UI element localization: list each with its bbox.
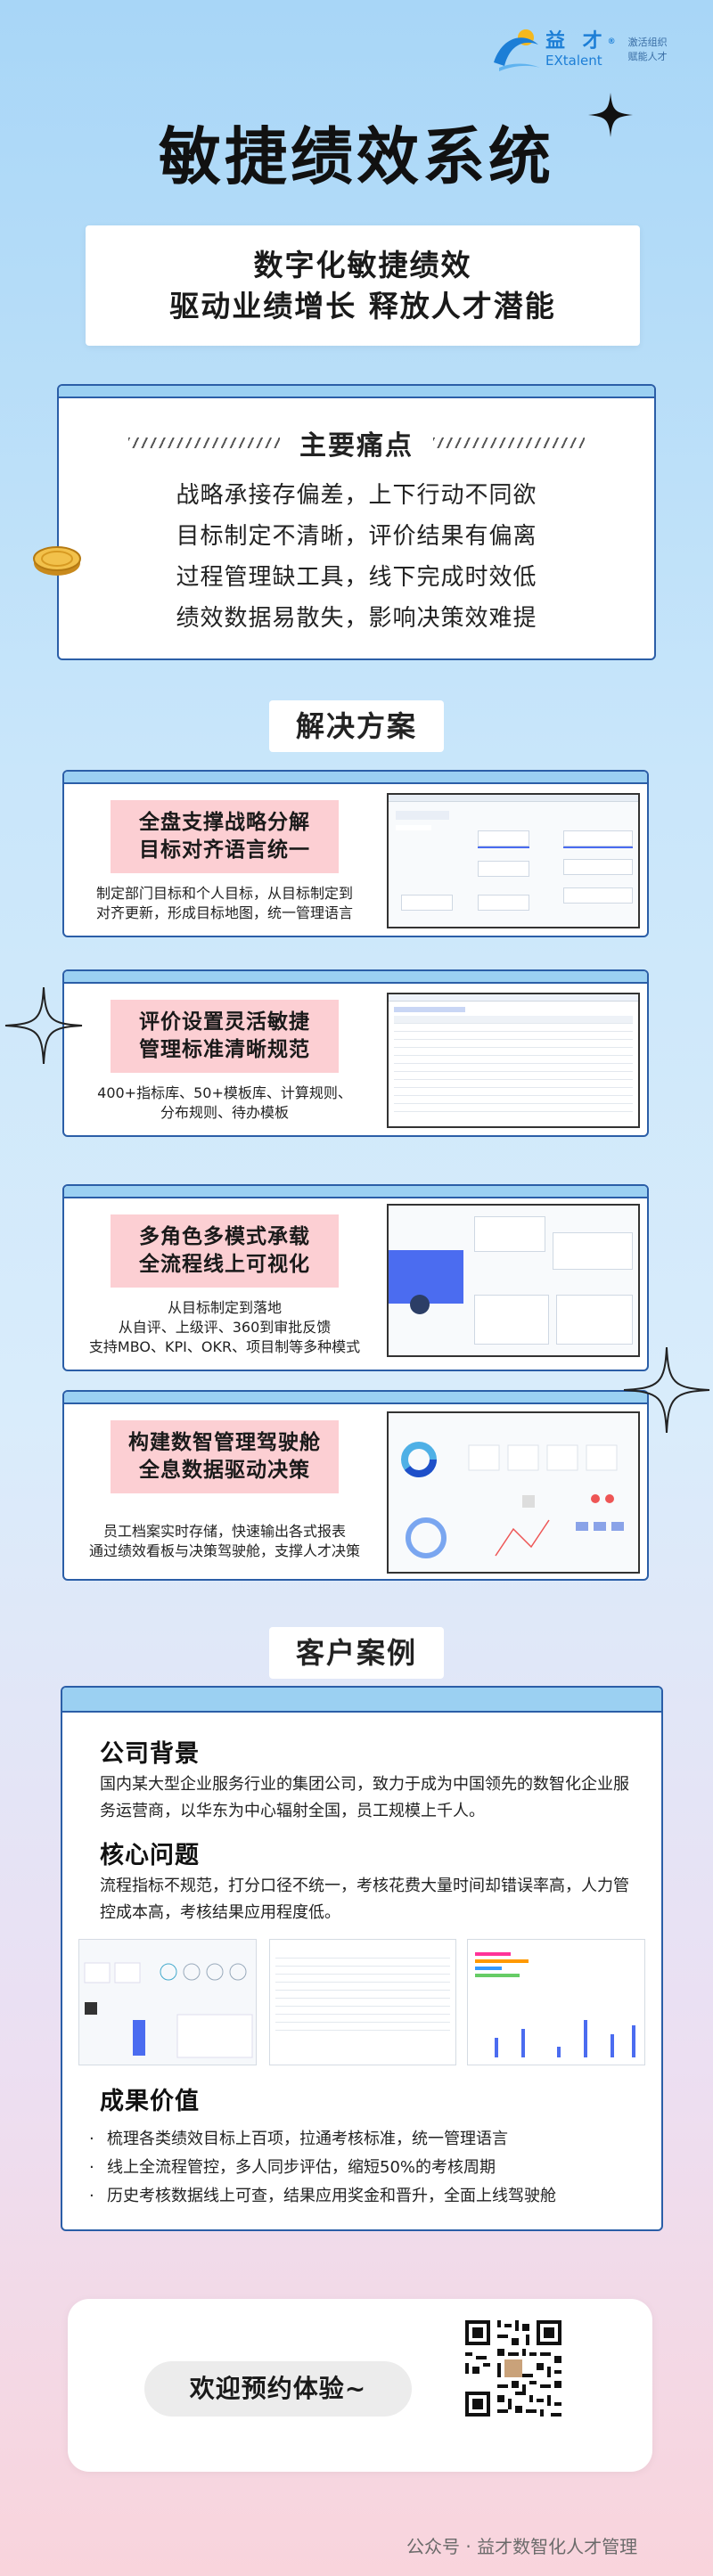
result-item: ·历史考核数据线上可查，结果应用奖金和晋升，全面上线驾驶舱 [89, 2187, 556, 2205]
logo-text: 益 才® EXtalent [545, 30, 621, 70]
case-screenshot-2 [269, 1939, 456, 2065]
card-band [64, 1392, 647, 1404]
pain-points-card: 主要痛点 战略承接存偏差，上下行动不同欲 目标制定不清晰，评价结果有偏离 过程管… [57, 384, 656, 660]
logo-slogan: 激活组织 赋能人才 [627, 37, 668, 62]
subtitle-card: 数字化敏捷绩效 驱动业绩增长 释放人才潜能 [86, 225, 640, 346]
background-title: 公司背景 [100, 1740, 200, 1768]
pain-point-item: 绩效数据易散失，影响决策效难提 [176, 605, 537, 632]
solution-card: 全盘支撑战略分解 目标对齐语言统一 制定部门目标和个人目标，从目标制定到 对齐更… [62, 770, 649, 937]
book-demo-button[interactable]: 欢迎预约体验~ [144, 2361, 412, 2417]
case-section-title: 客户案例 [269, 1627, 444, 1679]
solution-tag: 评价设置灵活敏捷 管理标准清晰规范 [111, 1000, 339, 1073]
pain-point-item: 目标制定不清晰，评价结果有偏离 [176, 523, 537, 550]
goal-map-screenshot [387, 793, 640, 928]
solution-description: 从目标制定到落地 从自评、上级评、360到审批反馈 支持MBO、KPI、OKR、… [88, 1299, 361, 1355]
card-band [59, 386, 654, 398]
result-title: 成果价值 [100, 2088, 200, 2115]
subtitle-line-1: 数字化敏捷绩效 [253, 248, 472, 282]
solution-card: 多角色多模式承载 全流程线上可视化 从目标制定到落地 从自评、上级评、360到审… [62, 1184, 649, 1371]
case-screenshot-1 [78, 1939, 257, 2065]
case-screenshot-3 [467, 1939, 645, 2065]
star-outline-icon [4, 985, 84, 1066]
hatch-divider [433, 438, 585, 448]
solution-description: 员工档案实时存储，快速输出各式报表 通过绩效看板与决策驾驶舱，支撑人才决策 [88, 1523, 360, 1559]
solution-description: 400+指标库、50+模板库、计算规则、 分布规则、待办模板 [97, 1084, 352, 1121]
card-band [62, 1688, 661, 1713]
card-band [64, 772, 647, 784]
brand-logo: 益 才® EXtalent 激活组织 赋能人才 [488, 23, 693, 77]
coin-icon [32, 545, 82, 577]
result-item: ·线上全流程管控，多人同步评估，缩短50%的考核周期 [89, 2158, 496, 2177]
solution-card: 构建数智管理驾驶舱 全息数据驱动决策 员工档案实时存储，快速输出各式报表 通过绩… [62, 1390, 649, 1581]
card-band [64, 1186, 647, 1198]
page-title: 敏捷绩效系统 [159, 120, 554, 193]
solution-card: 评价设置灵活敏捷 管理标准清晰规范 400+指标库、50+模板库、计算规则、 分… [62, 969, 649, 1137]
logo-name-cn: 益 才® [545, 30, 621, 53]
workflow-screenshot [387, 1204, 640, 1357]
problem-text: 流程指标不规范，打分口径不统一，考核花费大量时间却错误率高，人力管控成本高，考核… [100, 1877, 629, 1922]
problem-title: 核心问题 [100, 1842, 200, 1869]
pain-points-header: 主要痛点 [59, 423, 654, 462]
hatch-divider [128, 438, 280, 448]
solution-tag: 构建数智管理驾驶舱 全息数据驱动决策 [111, 1420, 339, 1493]
card-band [64, 971, 647, 984]
pain-point-item: 过程管理缺工具，线下完成时效低 [176, 564, 537, 591]
indicator-library-screenshot [387, 993, 640, 1128]
result-item: ·梳理各类绩效目标上百项，拉通考核标准，统一管理语言 [89, 2130, 508, 2148]
solutions-section-title: 解决方案 [269, 700, 444, 752]
cta-card: 欢迎预约体验~ [68, 2299, 652, 2472]
qr-code[interactable] [462, 2317, 565, 2420]
logo-wave-icon [488, 27, 545, 73]
solution-description: 制定部门目标和个人目标，从目标制定到 对齐更新，形成目标地图，统一管理语言 [95, 885, 353, 921]
dashboard-screenshot [387, 1411, 640, 1574]
solution-tag: 全盘支撑战略分解 目标对齐语言统一 [111, 800, 339, 873]
pain-point-item: 战略承接存偏差，上下行动不同欲 [176, 482, 537, 509]
sparkle-icon [588, 93, 633, 137]
solution-tag: 多角色多模式承载 全流程线上可视化 [111, 1214, 339, 1288]
star-outline-icon [622, 1345, 711, 1435]
pain-points-title: 主要痛点 [299, 430, 414, 462]
background-text: 国内某大型企业服务行业的集团公司，致力于成为中国领先的数智化企业服务运营商，以华… [100, 1775, 629, 1820]
footer-note: 公众号 · 益才数智化人才管理 [406, 2536, 638, 2557]
subtitle-line-2: 驱动业绩增长 释放人才潜能 [169, 289, 556, 323]
pain-points-list: 战略承接存偏差，上下行动不同欲 目标制定不清晰，评价结果有偏离 过程管理缺工具，… [59, 475, 654, 639]
case-card: 公司背景 国内某大型企业服务行业的集团公司，致力于成为中国领先的数智化企业服务运… [61, 1686, 663, 2231]
logo-name-en: EXtalent [545, 53, 602, 69]
